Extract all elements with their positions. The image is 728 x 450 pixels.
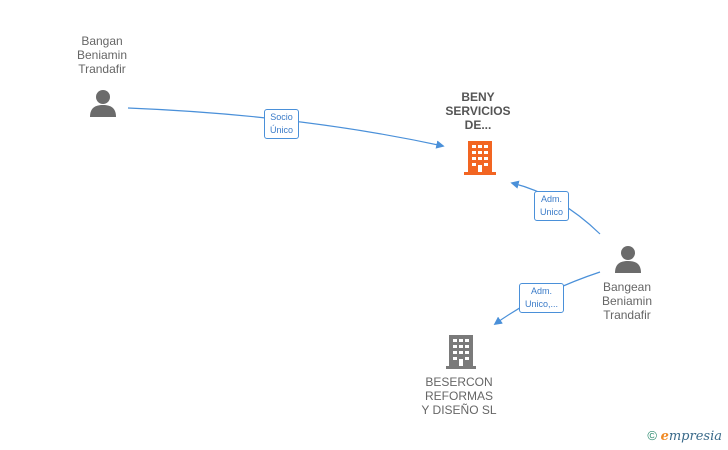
brand-first-letter: e — [660, 429, 669, 444]
brand-rest: mpresia — [668, 429, 722, 444]
person-right-label: Bangean Beniamin Trandafir — [601, 280, 653, 322]
building-icon[interactable] — [463, 140, 497, 176]
company-bottom-label[interactable]: BESERCON REFORMAS Y DISEÑO SL — [421, 375, 497, 417]
building-icon[interactable] — [445, 334, 477, 370]
person-icon[interactable] — [88, 88, 118, 118]
company-main-label[interactable]: BENY SERVICIOS DE... — [445, 90, 511, 132]
copyright-symbol: © — [647, 428, 657, 443]
empresia-watermark: © empresia — [647, 428, 722, 444]
edge-label-socio-unico: Socio Único — [264, 109, 300, 139]
person-top-left-label: Bangan Beniamin Trandafir — [76, 34, 128, 76]
edge-label-adm-unico-main: Adm. Unico — [534, 191, 570, 221]
edge-label-adm-unico-bottom: Adm. Unico,... — [519, 283, 565, 313]
person-icon[interactable] — [613, 244, 643, 274]
